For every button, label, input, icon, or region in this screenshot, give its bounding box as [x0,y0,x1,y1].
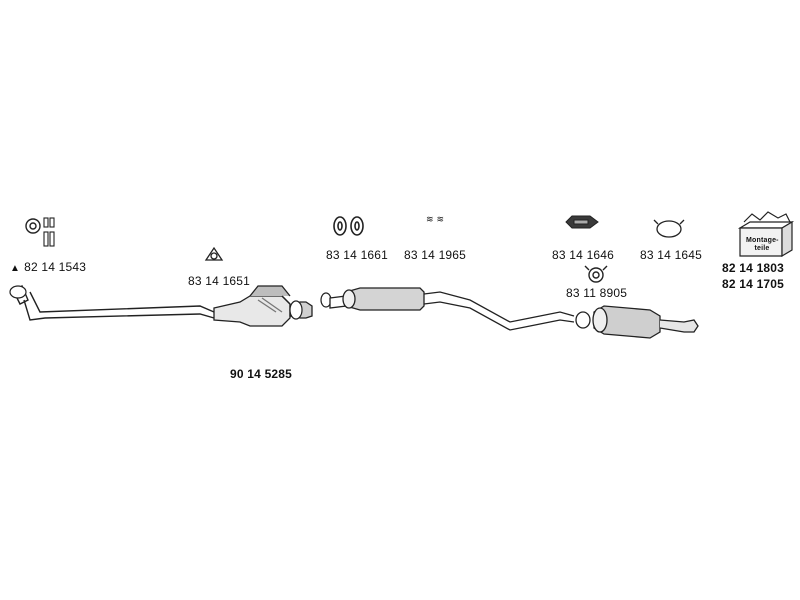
part-label-clamp: 83 11 8905 [566,286,628,300]
front-pipe[interactable] [13,284,215,321]
part-label-gasket-kit: ▲82 14 1543 [10,260,87,274]
part-label-bolt-set: 83 14 1965 [404,248,467,262]
bolt-set-glyph: ≋ ≋ [426,214,445,224]
centre-pipe-with-middle-silencer[interactable] [329,287,575,331]
rubber-ring-icon [653,219,685,238]
part-label-mounting-kit-a: 82 14 1803 [722,261,785,275]
mounting-kit-box-icon [737,211,795,258]
rubber-strip-icon [565,215,599,229]
part-label-mounting-kit-b: 82 14 1705 [722,277,785,291]
warning-triangle-icon: ▲ [10,263,21,274]
clamp-small-icon [43,217,55,247]
part-label-rubber-ring: 83 14 1645 [640,248,703,262]
cat-flange [289,292,332,320]
clamp-ring-icon [584,265,608,283]
part-label-flange-gasket: 83 14 1651 [188,274,251,288]
front-flange [9,285,27,299]
part-label-rubber-mount: 83 14 1661 [326,248,389,262]
rear-silencer[interactable] [575,305,699,339]
part-label-complete-system: 90 14 5285 [230,367,293,381]
flange-gasket-icon [204,246,224,261]
gasket-ring-icon [25,218,41,234]
rubber-mount-icon [333,216,364,236]
mounting-kit-box-text: Montage-teile [746,237,779,252]
part-label-rubber-strip: 83 14 1646 [552,248,615,262]
